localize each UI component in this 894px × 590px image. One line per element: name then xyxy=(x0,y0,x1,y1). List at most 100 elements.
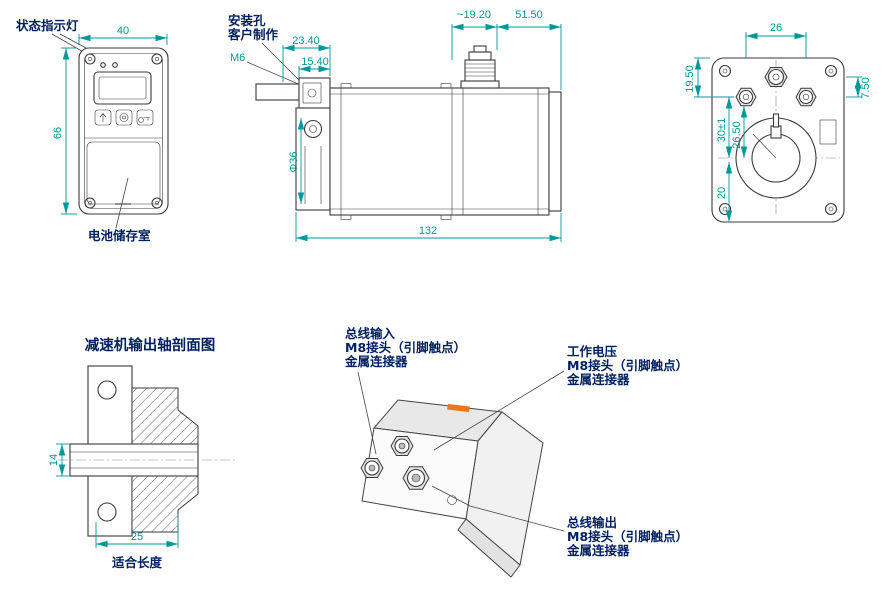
dim-section-25: 25 xyxy=(95,514,179,548)
dim-text: Φ36 xyxy=(288,151,300,172)
isometric-view: 总线输入 M8接头（引脚触点） 金属连接器 工作电压 M8接头（引脚触点） 金属… xyxy=(344,326,688,578)
hub-section-upper xyxy=(131,387,199,445)
svg-text:总线输出: 总线输出 xyxy=(567,515,617,530)
motor-body xyxy=(329,87,550,216)
dim-rear-20: 20 xyxy=(716,162,733,222)
m8-connector-bus-out xyxy=(402,466,430,490)
dim-side-23-40: 23.40 xyxy=(282,35,331,82)
dim-text: 66 xyxy=(52,127,64,139)
m6-hole xyxy=(307,88,317,98)
m8-connector-power xyxy=(360,458,384,478)
dim-rear-7-50: 7.50 xyxy=(846,76,872,99)
clamp-slit xyxy=(772,113,780,128)
dim-text: 26 xyxy=(770,22,782,34)
dim-text: 23.40 xyxy=(292,35,320,47)
m8-connector-bus-in xyxy=(390,436,414,456)
dim-section-14: 14 xyxy=(48,443,70,477)
dim-rear-30: 30±1 xyxy=(716,97,733,158)
ground-hole xyxy=(447,495,457,505)
side-view: 安装孔 客户制作 M6 23.40 15.40 xyxy=(227,9,562,242)
bolt-hole xyxy=(97,380,117,400)
hub-section-lower xyxy=(131,475,199,533)
leader-line xyxy=(115,177,129,229)
bracket-pocket xyxy=(302,82,322,104)
top-connector xyxy=(460,45,500,89)
m8-connector-left xyxy=(735,87,757,107)
dim-text: 14 xyxy=(48,454,60,466)
dim-text: 15.40 xyxy=(301,56,329,68)
dim-rear-19-50: 19.50 xyxy=(684,57,734,98)
mounting-arm xyxy=(255,83,300,101)
dim-text: 25 xyxy=(131,531,143,543)
svg-text:M8接头（引脚触点）: M8接头（引脚触点） xyxy=(567,358,688,373)
dim-front-height: 66 xyxy=(52,47,77,215)
battery-label: 电池储存室 xyxy=(88,228,151,243)
dim-text: ~19.20 xyxy=(457,9,491,21)
corner-clip xyxy=(440,214,452,220)
dim-text: 40 xyxy=(117,25,129,37)
thread-label: M6 xyxy=(230,52,245,64)
display-screen-inner xyxy=(98,76,147,100)
bus-input-label: 总线输入 M8接头（引脚触点） 金属连接器 xyxy=(344,326,466,455)
dim-side-phi36: Φ36 xyxy=(288,118,305,204)
dim-text: 51.50 xyxy=(515,9,543,21)
mounting-bracket xyxy=(298,77,331,109)
section-title: 减速机输出轴剖面图 xyxy=(85,336,216,354)
leader-line xyxy=(246,61,304,87)
dim-text: 26.50 xyxy=(731,121,743,149)
svg-text:金属连接器: 金属连接器 xyxy=(566,543,630,558)
brand-logo xyxy=(447,404,470,412)
radius-line xyxy=(752,133,777,159)
dim-text: 30±1 xyxy=(716,118,728,142)
bolt-hole xyxy=(97,502,117,522)
flange-screw-center xyxy=(309,125,317,133)
corner-screws xyxy=(718,64,838,216)
leader-line xyxy=(431,485,565,532)
dim-side-51-50: 51.50 xyxy=(497,9,562,90)
up-arrow-button xyxy=(94,109,112,126)
svg-text:金属连接器: 金属连接器 xyxy=(344,354,408,369)
corner-clip xyxy=(440,83,452,89)
svg-text:M8接头（引脚触点）: M8接头（引脚触点） xyxy=(345,340,466,355)
key-button xyxy=(136,109,154,126)
leader-line xyxy=(261,42,300,81)
m8-connector-right xyxy=(795,87,817,107)
key-icon xyxy=(138,117,150,123)
front-panel-view: 状态指示灯 40 66 xyxy=(16,18,169,243)
status-led-icon xyxy=(100,62,106,68)
dim-text: 7.50 xyxy=(860,77,872,98)
working-voltage-label: 工作电压 M8接头（引脚触点） 金属连接器 xyxy=(433,344,688,451)
dim-rear-26-50: 26.50 xyxy=(731,106,748,158)
display-screen xyxy=(93,71,152,105)
svg-text:工作电压: 工作电压 xyxy=(567,344,618,359)
keyway-slot xyxy=(770,125,782,139)
dim-rear-26: 26 xyxy=(745,22,807,62)
settings-button xyxy=(115,109,133,126)
dim-text: 20 xyxy=(716,187,728,199)
corner-clip xyxy=(340,214,352,220)
gear-icon xyxy=(119,113,129,122)
svg-text:M8接头（引脚触点）: M8接头（引脚触点） xyxy=(567,529,688,544)
panel-buttons xyxy=(94,109,154,126)
panel-inner-edge xyxy=(84,53,163,209)
corner-clip xyxy=(340,83,352,89)
flange-screw xyxy=(303,119,323,139)
status-led-icon xyxy=(112,62,118,68)
m8-connector-top xyxy=(764,67,788,87)
bus-output-label: 总线输出 M8接头（引脚触点） 金属连接器 xyxy=(431,485,688,558)
shaft-section-view: 减速机输出轴剖面图 14 25 适合长度 xyxy=(48,336,236,570)
mounting-hole-label-2: 客户制作 xyxy=(227,27,279,42)
rear-view: 26 xyxy=(684,22,872,223)
leader-line xyxy=(433,370,565,451)
dim-text: 19.50 xyxy=(684,65,696,93)
dim-text: 132 xyxy=(419,225,437,237)
leader-line xyxy=(357,371,377,455)
status-light-label: 状态指示灯 xyxy=(16,18,79,33)
fit-length-label: 适合长度 xyxy=(112,555,163,570)
svg-text:金属连接器: 金属连接器 xyxy=(566,372,630,387)
mounting-hole-label-1: 安装孔 xyxy=(228,13,266,28)
svg-text:总线输入: 总线输入 xyxy=(345,326,396,341)
device-bottom-flange xyxy=(457,518,521,578)
